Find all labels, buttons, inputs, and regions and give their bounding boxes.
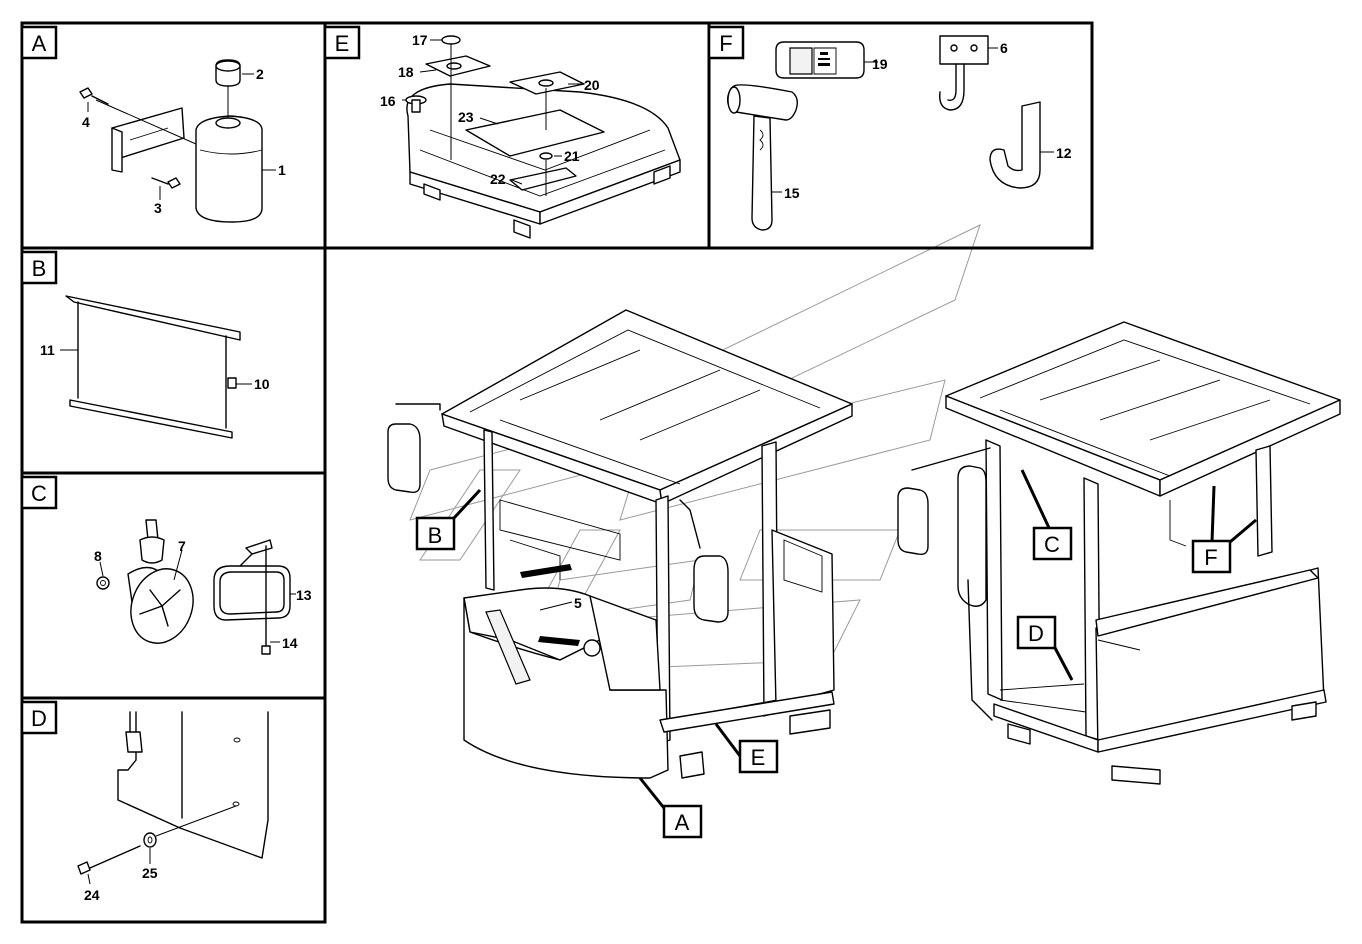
svg-text:D: D xyxy=(1028,621,1044,646)
svg-text:2: 2 xyxy=(256,66,264,82)
svg-text:21: 21 xyxy=(564,148,580,164)
callouts-panel-b: 11 10 xyxy=(40,342,270,392)
callouts-panel-a: 2 4 1 3 xyxy=(82,66,286,216)
svg-text:7: 7 xyxy=(178,538,186,554)
svg-text:A: A xyxy=(32,31,47,56)
section-label-f: F xyxy=(707,25,745,60)
section-label-b: B xyxy=(20,250,58,285)
svg-text:B: B xyxy=(428,523,443,548)
svg-text:5: 5 xyxy=(574,595,582,611)
svg-text:10: 10 xyxy=(254,376,270,392)
svg-text:E: E xyxy=(751,745,766,770)
svg-text:13: 13 xyxy=(296,587,312,603)
section-label-a: A xyxy=(20,25,58,60)
right-cab-callouts: C F D xyxy=(1016,469,1257,681)
svg-text:12: 12 xyxy=(1056,145,1072,161)
svg-text:6: 6 xyxy=(1000,40,1008,56)
svg-text:19: 19 xyxy=(872,56,888,72)
svg-text:18: 18 xyxy=(398,64,414,80)
svg-text:4: 4 xyxy=(82,114,90,130)
svg-text:E: E xyxy=(335,31,350,56)
svg-text:20: 20 xyxy=(584,77,600,93)
section-label-e: E xyxy=(323,25,361,60)
svg-text:D: D xyxy=(31,706,47,731)
section-label-d: D xyxy=(20,700,58,735)
panel-b-sunscreen xyxy=(60,295,252,439)
panel-frames xyxy=(20,21,1094,924)
svg-text:25: 25 xyxy=(142,865,158,881)
svg-text:C: C xyxy=(31,481,47,506)
svg-text:C: C xyxy=(1044,532,1060,557)
right-cab-assembly xyxy=(897,321,1341,785)
svg-text:17: 17 xyxy=(412,32,428,48)
panel-c-fan-mirror xyxy=(96,519,296,655)
svg-text:F: F xyxy=(1204,545,1217,570)
svg-text:16: 16 xyxy=(380,93,396,109)
panel-a-washer-tank xyxy=(79,59,276,223)
callouts-panel-f: 19 6 12 15 xyxy=(784,40,1072,201)
callouts-panel-d: 25 24 xyxy=(84,865,158,903)
svg-text:F: F xyxy=(719,31,732,56)
section-label-c: C xyxy=(20,475,58,510)
svg-text:24: 24 xyxy=(84,887,100,903)
svg-text:15: 15 xyxy=(784,185,800,201)
svg-text:14: 14 xyxy=(282,635,298,651)
svg-text:11: 11 xyxy=(40,342,55,358)
callouts-panel-c: 7 8 13 14 xyxy=(94,538,312,651)
panel-d-mounting xyxy=(77,711,269,885)
panel-e-floor-frame xyxy=(402,35,681,239)
svg-text:8: 8 xyxy=(94,548,102,564)
panel-f-accessories xyxy=(726,35,1054,231)
svg-text:B: B xyxy=(32,256,47,281)
left-cab-callouts: B E A 5 xyxy=(415,488,779,839)
svg-text:22: 22 xyxy=(490,171,506,187)
callouts-panel-e: 17 18 20 16 23 21 22 xyxy=(380,32,600,187)
svg-text:3: 3 xyxy=(154,200,162,216)
svg-text:23: 23 xyxy=(458,109,474,125)
svg-text:1: 1 xyxy=(278,162,286,178)
left-cab-assembly xyxy=(387,309,853,779)
svg-text:A: A xyxy=(675,810,690,835)
